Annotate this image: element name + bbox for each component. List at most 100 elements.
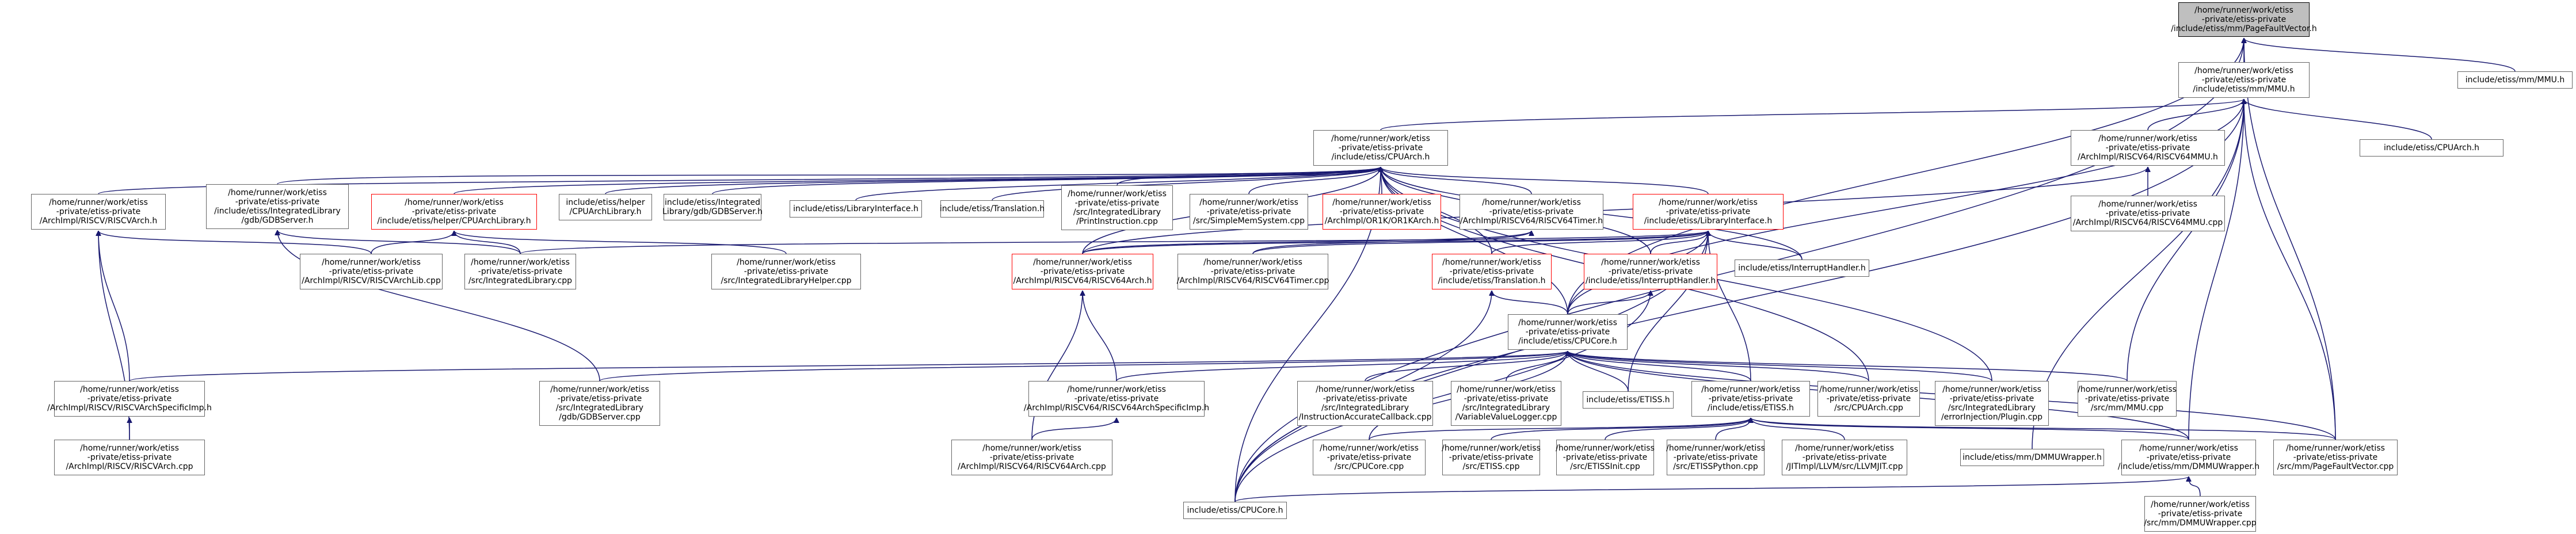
graph-edge bbox=[1568, 350, 1869, 382]
graph-node[interactable]: /home/runner/work/etiss -private/etiss-p… bbox=[1297, 381, 1433, 426]
graph-edge bbox=[98, 230, 372, 254]
graph-edge bbox=[599, 350, 1568, 382]
graph-edge bbox=[1380, 98, 2244, 131]
graph-node[interactable]: /home/runner/work/etiss -private/etiss-p… bbox=[1633, 194, 1784, 230]
graph-node[interactable]: include/etiss/CPUCore.h bbox=[1183, 502, 1287, 519]
graph-node[interactable]: include/etiss/helper /CPUArchLibrary.h bbox=[559, 194, 652, 220]
graph-edge bbox=[2244, 99, 2336, 440]
graph-edge bbox=[1252, 230, 1708, 254]
graph-node[interactable]: include/etiss/CPUArch.h bbox=[2360, 139, 2503, 157]
graph-edge bbox=[1082, 230, 1531, 254]
graph-node[interactable]: /home/runner/work/etiss -private/etiss-p… bbox=[1177, 254, 1329, 289]
graph-node[interactable]: /home/runner/work/etiss -private/etiss-p… bbox=[1817, 381, 1920, 417]
graph-node[interactable]: /home/runner/work/etiss -private/etiss-p… bbox=[1691, 381, 1810, 417]
graph-node[interactable]: /home/runner/work/etiss -private/etiss-p… bbox=[1190, 194, 1308, 230]
graph-node[interactable]: /home/runner/work/etiss -private/etiss-p… bbox=[300, 254, 443, 289]
graph-edge bbox=[1082, 166, 2148, 254]
graph-node[interactable]: /home/runner/work/etiss -private/etiss-p… bbox=[54, 440, 205, 475]
graph-node[interactable]: /home/runner/work/etiss -private/etiss-p… bbox=[1313, 130, 1448, 166]
graph-node[interactable]: /home/runner/work/etiss -private/etiss-p… bbox=[1061, 185, 1173, 230]
graph-node[interactable]: /home/runner/work/etiss -private/etiss-p… bbox=[711, 254, 861, 289]
graph-node[interactable]: /home/runner/work/etiss -private/etiss-p… bbox=[2273, 440, 2398, 475]
graph-edge bbox=[1568, 350, 1751, 382]
graph-node[interactable]: /home/runner/work/etiss -private/etiss-p… bbox=[2144, 496, 2257, 532]
graph-node[interactable]: /home/runner/work/etiss -private/etiss-p… bbox=[464, 254, 576, 289]
graph-edge bbox=[1381, 166, 1709, 194]
graph-node[interactable]: /home/runner/work/etiss -private/etiss-p… bbox=[539, 381, 660, 426]
graph-edge bbox=[2244, 38, 2336, 440]
graph-edge bbox=[1491, 417, 1751, 440]
graph-edge bbox=[277, 230, 600, 382]
graph-edge bbox=[371, 230, 454, 254]
graph-edge bbox=[454, 230, 787, 254]
graph-node[interactable]: /home/runner/work/etiss -private/etiss-p… bbox=[2071, 196, 2225, 231]
graph-node[interactable]: /home/runner/work/etiss -private/etiss-p… bbox=[371, 194, 537, 230]
graph-edge bbox=[1492, 290, 1568, 315]
graph-node[interactable]: include/etiss/Integrated Library/gdb/GDB… bbox=[662, 194, 763, 220]
graph-edge bbox=[1369, 417, 1751, 440]
graph-node[interactable]: include/etiss/InterruptHandler.h bbox=[1735, 260, 1869, 277]
graph-edge bbox=[1082, 230, 1708, 254]
graph-edge bbox=[712, 166, 1381, 194]
graph-node[interactable]: include/etiss/ETISS.h bbox=[1583, 391, 1674, 409]
graph-node[interactable]: /home/runner/work/etiss -private/etiss-p… bbox=[2071, 130, 2225, 166]
graph-edge bbox=[1751, 417, 1845, 440]
graph-node[interactable]: /home/runner/work/etiss -private/etiss-p… bbox=[2178, 62, 2310, 98]
graph-node[interactable]: include/etiss/mm/DMMUWrapper.h bbox=[1960, 449, 2104, 466]
graph-edge bbox=[1568, 350, 1992, 382]
graph-edge bbox=[1031, 417, 1116, 440]
graph-edge bbox=[2147, 98, 2244, 131]
graph-edge bbox=[1083, 291, 1117, 382]
graph-edge bbox=[1708, 230, 1803, 260]
graph-node[interactable]: /home/runner/work/etiss -private/etiss-p… bbox=[1556, 440, 1655, 475]
graph-node[interactable]: /home/runner/work/etiss -private/etiss-p… bbox=[1782, 440, 1907, 475]
graph-node[interactable]: /home/runner/work/etiss -private/etiss-p… bbox=[2118, 440, 2259, 475]
graph-edge bbox=[454, 230, 521, 254]
graph-node[interactable]: /home/runner/work/etiss -private/etiss-p… bbox=[31, 194, 166, 230]
graph-edge bbox=[1491, 230, 1708, 254]
graph-edge bbox=[1605, 417, 1751, 440]
graph-node[interactable]: /home/runner/work/etiss -private/etiss-p… bbox=[206, 184, 349, 229]
graph-edge bbox=[454, 166, 1381, 194]
graph-node[interactable]: /home/runner/work/etiss -private/etiss-p… bbox=[47, 381, 212, 417]
graph-edge bbox=[98, 231, 130, 382]
graph-node: /home/runner/work/etiss -private/etiss-p… bbox=[2171, 2, 2317, 37]
graph-edge bbox=[1381, 167, 1568, 315]
graph-edge bbox=[2189, 476, 2201, 497]
graph-edge bbox=[1116, 350, 1568, 382]
graph-node[interactable]: /home/runner/work/etiss -private/etiss-p… bbox=[1442, 440, 1541, 475]
graph-node[interactable]: include/etiss/LibraryInterface.h bbox=[790, 200, 922, 218]
graph-node[interactable]: /home/runner/work/etiss -private/etiss-p… bbox=[1666, 440, 1765, 475]
graph-edge bbox=[1381, 166, 1532, 194]
graph-edge bbox=[1751, 417, 2336, 440]
graph-edge bbox=[277, 230, 521, 254]
graph-edge bbox=[1248, 166, 1381, 194]
graph-edge bbox=[2244, 98, 2432, 140]
graph-node[interactable]: /home/runner/work/etiss -private/etiss-p… bbox=[1460, 194, 1603, 230]
graph-edge bbox=[1116, 166, 1381, 186]
graph-edge bbox=[1567, 290, 1651, 315]
graph-edge bbox=[1568, 350, 1629, 392]
graph-node[interactable]: /home/runner/work/etiss -private/etiss-p… bbox=[1313, 440, 1426, 475]
graph-node[interactable]: /home/runner/work/etiss -private/etiss-p… bbox=[1323, 194, 1441, 230]
graph-node[interactable]: /home/runner/work/etiss -private/etiss-p… bbox=[1451, 381, 1561, 426]
graph-node[interactable]: include/etiss/Translation.h bbox=[940, 200, 1045, 218]
graph-node[interactable]: include/etiss/mm/MMU.h bbox=[2457, 71, 2573, 89]
graph-node[interactable]: /home/runner/work/etiss -private/etiss-p… bbox=[1012, 254, 1153, 289]
graph-node[interactable]: /home/runner/work/etiss -private/etiss-p… bbox=[1432, 254, 1552, 289]
graph-edge bbox=[1031, 291, 1083, 440]
graph-node[interactable]: /home/runner/work/etiss -private/etiss-p… bbox=[951, 440, 1112, 475]
graph-node[interactable]: /home/runner/work/etiss -private/etiss-p… bbox=[1584, 254, 1717, 289]
graph-edge bbox=[2244, 37, 2516, 72]
graph-node[interactable]: /home/runner/work/etiss -private/etiss-p… bbox=[1935, 381, 2049, 426]
graph-edge bbox=[2188, 99, 2244, 440]
graph-edge bbox=[1568, 350, 2128, 382]
graph-edge bbox=[129, 350, 1568, 382]
graph-node[interactable]: /home/runner/work/etiss -private/etiss-p… bbox=[2078, 381, 2177, 417]
graph-node[interactable]: /home/runner/work/etiss -private/etiss-p… bbox=[1024, 381, 1209, 417]
graph-edge bbox=[277, 166, 1381, 185]
graph-edge bbox=[1751, 417, 2189, 440]
graph-node[interactable]: /home/runner/work/etiss -private/etiss-p… bbox=[1508, 314, 1628, 350]
graph-edge bbox=[520, 230, 1708, 254]
